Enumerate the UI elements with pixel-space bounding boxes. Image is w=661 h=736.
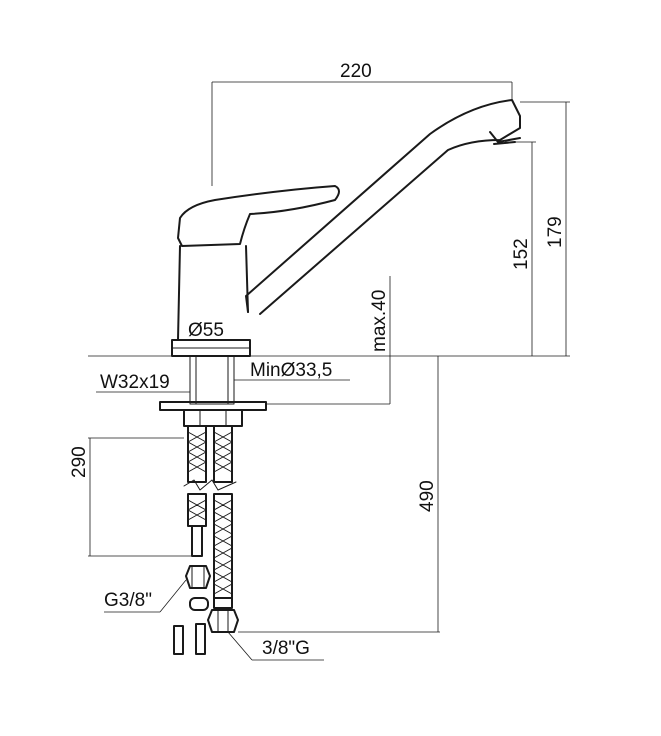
spare-pin-1 <box>173 625 184 655</box>
hose-left-lower <box>187 493 207 527</box>
label-width-220: 220 <box>340 61 372 82</box>
leader-38g-diag <box>227 631 253 661</box>
label-thread-outlet: 3/8"G <box>262 638 310 659</box>
label-hose-490: 490 <box>417 480 438 512</box>
hose-right-upper <box>213 425 233 483</box>
label-height-179: 179 <box>545 216 566 248</box>
label-thread-inlet: G3/8" <box>104 590 152 611</box>
leader-g38-diag <box>159 579 187 613</box>
label-body-diameter: Ø55 <box>188 320 224 341</box>
label-height-152: 152 <box>511 238 532 270</box>
label-shank: W32x19 <box>100 372 170 393</box>
label-max-40: max.40 <box>369 290 390 352</box>
break-mark <box>183 479 237 491</box>
mounting-washer <box>159 401 267 411</box>
hose-right-lower <box>213 493 233 599</box>
hex-nut-right <box>207 609 239 633</box>
spare-pin-2 <box>195 623 206 655</box>
braid-left-upper <box>187 431 207 473</box>
flexible-hoses <box>183 425 239 633</box>
faucet-body <box>171 99 521 357</box>
label-min-hole: MinØ33,5 <box>250 360 332 381</box>
dimension-labels: 220 179 152 max.40 Ø55 MinØ33,5 W32x19 2… <box>69 61 566 659</box>
seal-washer <box>189 597 209 611</box>
body-cylinder <box>177 245 249 341</box>
braid-right-lower <box>213 499 233 595</box>
ferrule-right <box>213 597 233 609</box>
mounting-nut <box>183 409 243 427</box>
spout <box>245 99 521 315</box>
braid-right-upper <box>213 431 233 473</box>
loose-parts <box>173 565 211 655</box>
tail-pipe-left <box>191 525 203 557</box>
shank-upper <box>189 355 235 405</box>
braid-left-lower <box>187 499 207 521</box>
label-hose-290: 290 <box>69 446 90 478</box>
hose-left-upper <box>187 425 207 483</box>
lever-handle <box>177 185 340 247</box>
hex-nut-loose <box>185 565 211 589</box>
dimension-lines <box>88 81 570 661</box>
